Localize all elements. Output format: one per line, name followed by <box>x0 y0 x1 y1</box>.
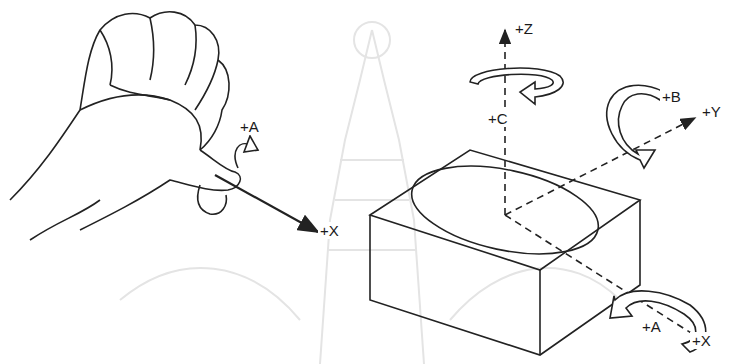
work-block <box>370 150 640 355</box>
rotation-label: +C <box>486 110 510 127</box>
axis-label: +Y <box>700 103 723 120</box>
axis-label: +X <box>690 332 713 349</box>
rotation-arrows <box>470 68 706 352</box>
axis-lines <box>505 30 710 345</box>
rotation-label: +B <box>660 88 683 105</box>
rotation-label: +A <box>238 118 261 135</box>
axis-label: +X <box>318 222 341 239</box>
axis-label: +Z <box>513 20 535 37</box>
hand-sketch <box>10 12 318 240</box>
watermark <box>120 22 620 364</box>
rotation-label: +A <box>640 318 663 335</box>
